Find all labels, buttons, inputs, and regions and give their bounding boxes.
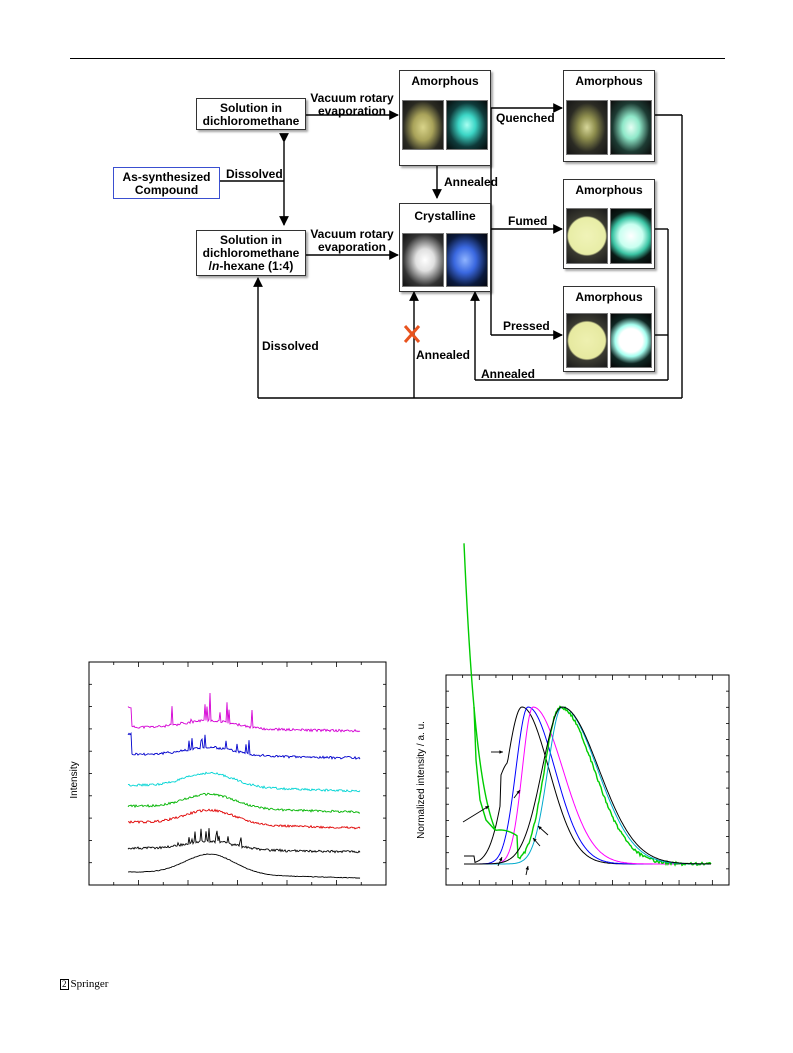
vac-top-line1: Vacuum rotary <box>310 91 394 105</box>
xrd-trace <box>127 732 361 760</box>
fumed-uv-photo <box>610 208 652 264</box>
xrd-ticks <box>88 661 387 886</box>
xrd-trace <box>127 771 361 793</box>
pl-annotation-arrowhead <box>516 790 520 794</box>
amorphous-label: Amorphous <box>411 74 479 88</box>
xrd-traces <box>127 692 361 879</box>
pl-annotation-arrow <box>537 825 549 836</box>
xrd-plot-frame <box>88 661 387 886</box>
pl-trace-tail <box>473 706 496 831</box>
pl-annotation-arrowhead <box>498 857 503 861</box>
dissolved-top-label: Dissolved <box>226 167 283 181</box>
pl-annotation-arrow <box>462 805 490 823</box>
pl-annotation-arrowhead <box>533 838 537 842</box>
solution-dcm-line1: Solution in <box>220 101 282 115</box>
solution-mix-line3: /n-hexane (1:4) <box>208 259 294 273</box>
pl-ylabel: Normalized intensity / a. u. <box>416 721 427 839</box>
solution-dcm-box: Solution in dichloromethane <box>196 98 306 130</box>
solution-mix-box: Solution in dichloromethane /n-hexane (1… <box>196 230 306 276</box>
vac-bot-line1: Vacuum rotary <box>310 227 394 241</box>
xrd-trace <box>127 828 361 854</box>
pressed-daylight-photo <box>566 313 608 368</box>
pl-annotation-arrowhead <box>485 806 489 810</box>
crystalline-uv-photo <box>446 233 488 287</box>
quenched-uv-photo <box>610 100 652 155</box>
pl-annotation-arrowhead <box>525 866 529 870</box>
pressed-label: Pressed <box>503 319 550 333</box>
annealed-low-label: Annealed <box>416 348 471 362</box>
pl-trace <box>464 706 711 865</box>
pl-arrows <box>462 750 549 876</box>
crystalline-label: Crystalline <box>414 209 476 223</box>
amorphous-pressed-label: Amorphous <box>575 290 643 304</box>
vac-top-line2: evaporation <box>317 104 386 118</box>
pl-trace <box>464 706 711 865</box>
solution-mix-line2: dichloromethane <box>202 246 300 260</box>
xrd-trace <box>127 692 361 733</box>
pressed-uv-photo <box>610 313 652 368</box>
fumed-label: Fumed <box>508 214 548 228</box>
amorphous-uv-photo <box>446 100 488 150</box>
amorphous-quenched-label: Amorphous <box>575 74 643 88</box>
solution-mix-line1: Solution in <box>220 233 282 247</box>
pl-plot-frame <box>445 674 730 886</box>
blocked-cross-icon <box>403 325 421 343</box>
pl-annotation-arrow <box>525 865 529 876</box>
pl-annotation-arrowhead <box>499 750 503 754</box>
pl-trace <box>464 706 711 865</box>
xrd-trace <box>128 853 361 879</box>
quenched-daylight-photo <box>566 100 608 155</box>
amorphous-daylight-photo <box>402 100 444 150</box>
quenched-label: Quenched <box>496 111 555 125</box>
vac-top-label: Vacuum rotary evaporation <box>309 92 395 118</box>
scheme-connectors <box>220 103 683 399</box>
as-synth-line1: As-synthesized <box>122 170 211 184</box>
amorphous-fumed-label: Amorphous <box>575 183 643 197</box>
publisher-name: Springer <box>70 978 109 990</box>
springer-logo-icon: 2 <box>60 979 69 990</box>
header-rule <box>70 58 725 59</box>
xrd-trace <box>127 808 361 830</box>
pl-trace <box>464 706 711 865</box>
pl-trace <box>464 706 711 865</box>
vac-bot-label: Vacuum rotary evaporation <box>309 228 395 254</box>
xrd-trace <box>127 792 360 814</box>
pl-annotation-arrow <box>497 856 503 867</box>
fumed-daylight-photo <box>566 208 608 264</box>
pl-traces <box>463 543 712 867</box>
pl-annotation-arrowhead <box>538 826 542 830</box>
pl-trace <box>463 543 712 867</box>
as-synthesized-box: As-synthesized Compound <box>113 167 220 199</box>
annealed-bottom-label: Annealed <box>481 367 536 381</box>
pl-ticks <box>445 674 730 886</box>
solution-dcm-line2: dichloromethane <box>202 114 300 128</box>
vac-bot-line2: evaporation <box>317 240 386 254</box>
as-synth-line2: Compound <box>134 183 199 197</box>
pl-annotation-arrow <box>513 789 521 799</box>
annealed-mid-label: Annealed <box>444 175 499 189</box>
xrd-ylabel: Intensity <box>69 761 80 798</box>
crystalline-daylight-photo <box>402 233 444 287</box>
pl-annotation-arrow <box>532 837 541 847</box>
dissolved-bottom-label: Dissolved <box>262 339 319 353</box>
